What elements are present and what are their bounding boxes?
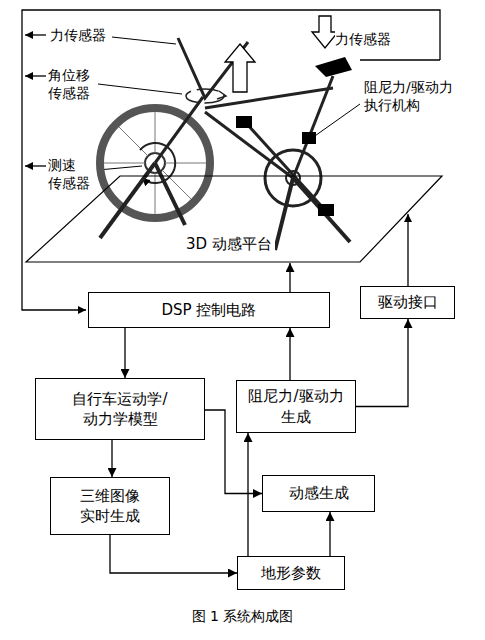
angle-rotation-arrow: [186, 89, 224, 103]
top-tube: [205, 88, 333, 108]
part-label: 力传感器: [50, 26, 106, 44]
process-box: 三维图像 实时生成: [50, 477, 170, 535]
crank: [247, 124, 325, 210]
box-label: 阻尼力/驱动力 生成: [245, 386, 347, 427]
flow-arrow: [356, 319, 408, 407]
part-label: 阻尼力/驱动力 执行机构: [364, 78, 459, 114]
flow-arrow: [124, 328, 125, 378]
part-label: 力传感器: [335, 30, 391, 48]
process-box: 地形参数: [237, 556, 345, 590]
process-box: 自行车运动学/ 动力学模型: [35, 378, 205, 440]
signal-arrow: [25, 165, 46, 166]
flow-arrow: [247, 433, 248, 556]
saddle: [315, 57, 352, 77]
down-tube: [205, 112, 293, 178]
stand-leg: [155, 163, 185, 225]
box-label: 地形参数: [261, 563, 321, 583]
pedal: [318, 204, 334, 216]
spoke: [155, 112, 156, 153]
angle-rotation-arrow: [217, 91, 226, 99]
force-arrow-up: [225, 44, 255, 92]
leader-line: [98, 166, 142, 170]
flow-arrow: [110, 535, 237, 573]
flow-arrow: [289, 328, 290, 380]
spoke: [155, 173, 156, 214]
leader-line: [112, 37, 176, 44]
stand-leg: [100, 163, 155, 238]
spoke: [104, 163, 145, 164]
signal-arrow: [25, 75, 46, 76]
process-box: 动感生成: [262, 475, 375, 512]
fork: [155, 97, 203, 163]
box-label: 驱动接口: [378, 292, 438, 312]
box-label: DSP 控制电路: [162, 300, 257, 320]
part-label: 测速 传感器: [48, 156, 91, 192]
actuator-block: [302, 132, 316, 144]
spoke: [119, 127, 148, 156]
leader-line: [98, 84, 182, 94]
flow-arrow: [289, 263, 290, 292]
process-box: DSP 控制电路: [88, 292, 330, 328]
box-label: 三维图像 实时生成: [79, 486, 142, 527]
platform-label: 3D 动感平台: [183, 235, 275, 254]
box-label: 动感生成: [289, 483, 349, 503]
part-label: 角位移 传感器: [48, 66, 91, 102]
flow-arrow: [111, 440, 112, 477]
spoke: [165, 163, 206, 164]
sensor-signal-wire: [360, 59, 440, 60]
flow-arrow: [329, 512, 330, 556]
process-box: 驱动接口: [360, 286, 455, 319]
drive-wire: [407, 214, 408, 286]
pedal: [236, 116, 252, 128]
seat-post: [293, 76, 333, 178]
stand-leg: [275, 178, 293, 250]
process-box: 阻尼力/驱动力 生成: [236, 380, 356, 433]
signal-arrow: [25, 34, 46, 35]
box-label: 自行车运动学/ 动力学模型: [69, 389, 171, 430]
sensor-signal-wire: [22, 10, 440, 310]
figure-caption: 图 1 系统构成图: [0, 608, 485, 626]
stand-leg: [293, 178, 350, 242]
